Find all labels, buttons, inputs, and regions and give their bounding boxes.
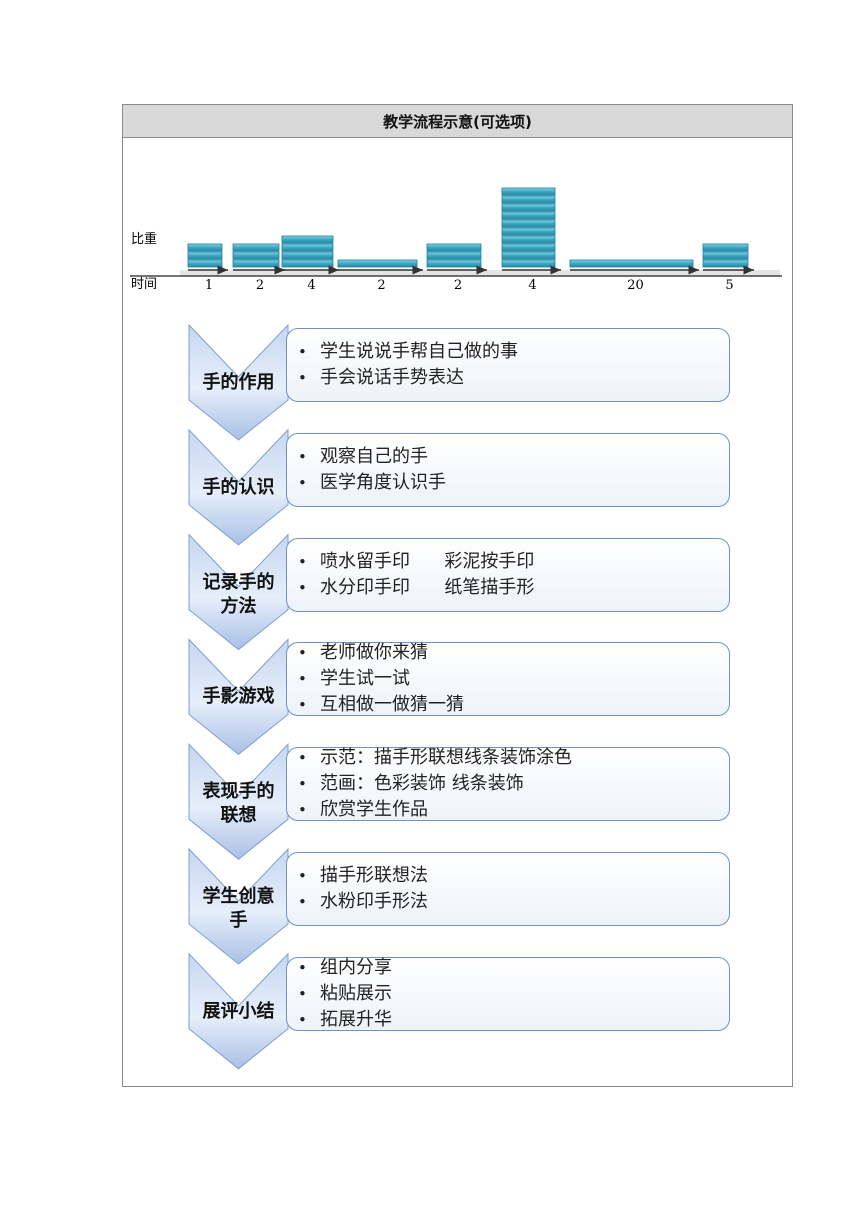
weight-block <box>187 251 223 260</box>
step-label: 学生创意手 <box>188 885 289 933</box>
step-bullet-item: 学生说说手帮自己做的事 <box>298 339 518 365</box>
x-axis-label: 时间 <box>131 277 157 292</box>
step-label-line: 手 <box>229 910 248 931</box>
step-label-line: 手的作用 <box>202 372 275 393</box>
weight-block <box>501 235 556 244</box>
weight-block <box>501 251 556 260</box>
weight-bar <box>337 259 418 268</box>
weight-block <box>501 211 556 220</box>
weight-bar <box>569 259 694 268</box>
step-label: 手的作用 <box>188 371 289 395</box>
step-label: 表现手的联想 <box>188 780 289 828</box>
step-chevron <box>188 638 289 756</box>
step-chevron <box>188 742 289 860</box>
step-chevron <box>188 847 289 965</box>
step-bullet-item: 范画：色彩装饰 线条装饰 <box>298 771 572 797</box>
time-tick-label: 2 <box>454 278 462 293</box>
timeline-chart: 比重 时间 1 2 4 2 2 4 20 5 <box>130 187 782 293</box>
step-label: 手影游戏 <box>188 685 289 709</box>
step-label-line: 手影游戏 <box>202 686 275 708</box>
step-chevron <box>188 952 289 1070</box>
step-bullet-item: 欣赏学生作品 <box>298 797 572 823</box>
step-chevron <box>188 533 289 651</box>
weight-block <box>232 243 280 252</box>
weight-block <box>426 251 482 260</box>
step-label-line: 方法 <box>220 595 257 617</box>
page-title: 教学流程示意(可选项) <box>123 105 792 138</box>
step-bullet-item: 水粉印手形法 <box>298 889 428 915</box>
weight-block <box>426 243 482 252</box>
step-bullet-item: 示范：描手形联想线条装饰涂色 <box>298 745 572 771</box>
step-label-line: 联想 <box>220 805 257 827</box>
weight-block <box>501 227 556 236</box>
step-label-line: 手的认识 <box>202 476 275 498</box>
weight-block <box>281 259 334 268</box>
step-label-line: 展评小结 <box>202 1000 275 1022</box>
weight-block <box>501 219 556 228</box>
weight-bar <box>187 243 223 268</box>
step-label: 记录手的方法 <box>188 571 289 619</box>
step-bullet-item: 粘贴展示 <box>298 981 392 1007</box>
weight-block <box>281 251 334 260</box>
weight-bar <box>426 243 482 268</box>
weight-block <box>501 187 556 196</box>
time-tick-label: 1 <box>205 278 213 293</box>
step-bullet-item: 水分印手印 纸笔描手形 <box>298 575 534 601</box>
weight-block <box>501 243 556 252</box>
time-tick-label: 4 <box>307 278 315 293</box>
weight-block <box>426 259 482 268</box>
step-bullet-item: 学生试一试 <box>298 666 464 692</box>
step-bullet-list: 观察自己的手医学角度认识手 <box>298 444 446 496</box>
step-bullet-item: 组内分享 <box>298 955 392 981</box>
weight-block <box>501 203 556 212</box>
step-chevron <box>188 428 289 546</box>
time-tick-label: 20 <box>627 278 644 293</box>
y-axis-label: 比重 <box>131 231 157 247</box>
weight-bar <box>281 235 334 268</box>
weight-block <box>281 235 334 244</box>
weight-block <box>187 259 223 268</box>
step-bullet-item: 互相做一做猜一猜 <box>298 692 464 718</box>
step-bullet-item: 描手形联想法 <box>298 863 428 889</box>
weight-block <box>501 259 556 268</box>
time-tick-label: 2 <box>256 278 264 293</box>
step-bullet-list: 组内分享粘贴展示拓展升华 <box>298 955 392 1033</box>
step-bullet-item: 医学角度认识手 <box>298 470 446 496</box>
weight-block <box>702 259 749 268</box>
weight-block <box>281 243 334 252</box>
step-bullet-item: 喷水留手印 彩泥按手印 <box>298 549 534 575</box>
step-bullet-list: 描手形联想法水粉印手形法 <box>298 863 428 915</box>
weight-block <box>187 243 223 252</box>
weight-block <box>702 251 749 260</box>
step-bullet-list: 示范：描手形联想线条装饰涂色范画：色彩装饰 线条装饰欣赏学生作品 <box>298 745 572 823</box>
step-chevron <box>188 323 289 441</box>
time-tick-label: 2 <box>377 278 385 293</box>
weight-block <box>501 195 556 204</box>
time-tick-label: 4 <box>528 278 536 293</box>
step-bullet-item: 手会说话手势表达 <box>298 365 518 391</box>
step-bullet-item: 观察自己的手 <box>298 444 446 470</box>
step-bullet-list: 学生说说手帮自己做的事手会说话手势表达 <box>298 339 518 391</box>
step-bullet-item: 老师做你来猜 <box>298 640 464 666</box>
step-label: 展评小结 <box>188 1000 289 1024</box>
weight-bar <box>232 243 280 268</box>
weight-block <box>232 251 280 260</box>
weight-block <box>702 243 749 252</box>
flow-frame: 教学流程示意(可选项) <box>122 104 793 1087</box>
step-bullet-item: 拓展升华 <box>298 1007 392 1033</box>
weight-bar <box>501 187 556 268</box>
step-label: 手的认识 <box>188 476 289 500</box>
weight-bar <box>702 243 749 268</box>
time-tick-label: 5 <box>725 278 733 293</box>
step-bullet-list: 老师做你来猜学生试一试互相做一做猜一猜 <box>298 640 464 718</box>
weight-block <box>232 259 280 268</box>
weight-block <box>337 259 418 268</box>
weight-block <box>569 259 694 268</box>
step-label-line: 表现手的 <box>202 781 275 803</box>
step-bullet-list: 喷水留手印 彩泥按手印水分印手印 纸笔描手形 <box>298 549 534 601</box>
step-label-line: 学生创意 <box>202 886 275 907</box>
step-label-line: 记录手的 <box>202 571 275 593</box>
